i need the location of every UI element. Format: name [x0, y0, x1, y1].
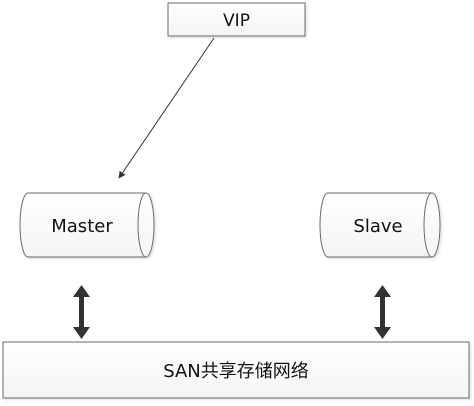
vip-box: [167, 2, 306, 37]
slave-san-double-arrow: [374, 285, 391, 339]
san-box: [2, 341, 470, 399]
master-cylinder-rim: [137, 192, 147, 258]
san-label: SAN共享存储网络: [163, 361, 309, 382]
master-label: Master: [51, 216, 113, 237]
slave-cylinder-rim: [423, 192, 433, 258]
slave-node: [319, 192, 441, 258]
san-node: SAN共享存储网络: [2, 341, 470, 399]
vip-node: VIP: [167, 2, 306, 37]
vip-to-master-arrow: [118, 37, 215, 179]
master-node: [19, 192, 155, 258]
slave-label: Slave: [353, 216, 402, 237]
vip-label: VIP: [223, 11, 250, 31]
master-san-double-arrow: [73, 285, 90, 339]
